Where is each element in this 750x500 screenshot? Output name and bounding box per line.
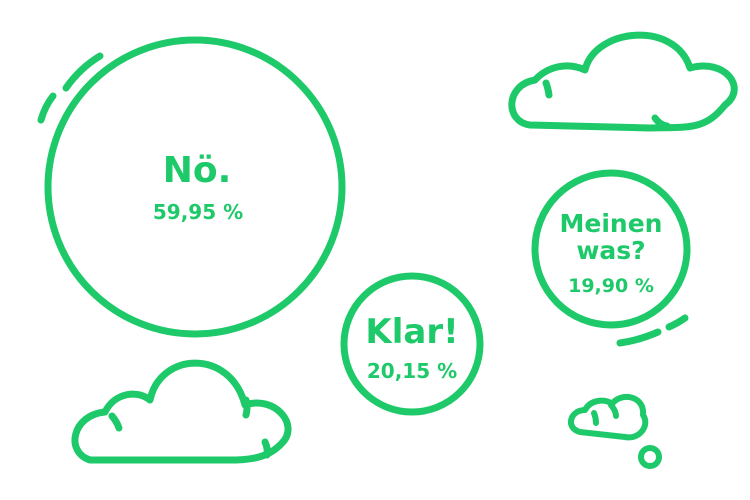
bubble-circle [44, 36, 346, 338]
cloud-icon-detail [608, 402, 619, 419]
bubble-no: Nö. 59,95 % [44, 36, 346, 338]
cloud-icon-detail [591, 410, 599, 426]
bubble-value: 59,95 % [153, 200, 243, 224]
cloud-icon [508, 31, 738, 132]
thought-dot [638, 445, 662, 469]
cloud-icon-detail [242, 396, 251, 419]
bubble-label: Klar! [365, 312, 458, 352]
cloud-icon [71, 359, 292, 464]
bubble-value: 20,15 % [367, 359, 457, 383]
bubble-label-line-1: Meinen [560, 209, 663, 238]
bubble-circle [531, 169, 691, 329]
cloud-icon-detail [651, 114, 671, 130]
bubble-circle [340, 272, 484, 416]
tick-mark [37, 92, 57, 124]
tick-mark [62, 52, 104, 92]
bubble-value: 19,90 % [568, 275, 654, 297]
tick-mark [616, 328, 662, 347]
bubble-label: Nö. [163, 150, 232, 191]
bubble-klar: Klar! 20,15 % [340, 272, 484, 416]
cloud-icon-detail [261, 438, 271, 459]
decor-tick-marks-left [37, 52, 104, 124]
cloud-icon-detail [108, 412, 123, 432]
small-cloud-icon [568, 393, 649, 441]
decor-tick-marks-right [616, 314, 689, 347]
cloud-icon-detail [542, 79, 553, 99]
bubble-meinen-was: Meinen was? 19,90 % [531, 169, 691, 329]
tick-mark [665, 314, 689, 331]
bubble-label-line-2: was? [576, 236, 645, 265]
